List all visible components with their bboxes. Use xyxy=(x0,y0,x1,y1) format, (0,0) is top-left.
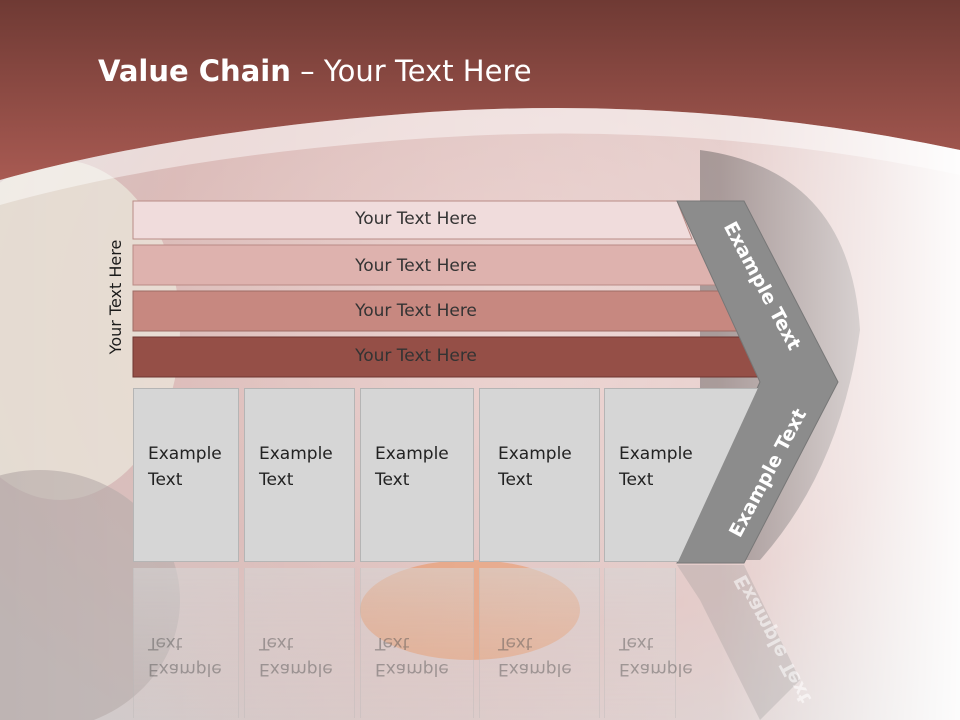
header-band xyxy=(0,0,960,180)
activity-box-3-reflection-line1: Example xyxy=(375,659,449,679)
activity-box-2-text: Example Text xyxy=(259,441,333,493)
activity-box-5-text: Example Text xyxy=(619,441,693,493)
activity-box-4-line2: Text xyxy=(498,470,533,490)
activity-box-3-line2: Text xyxy=(375,470,410,490)
activity-box-5-reflection-text: Example Text xyxy=(619,630,693,682)
activity-box-4-reflection-line2: Text xyxy=(498,633,533,653)
activity-box-4-reflection: Example Text xyxy=(479,568,600,718)
activity-box-3-line1: Example xyxy=(375,444,449,464)
bar-1-label: Your Text Here xyxy=(355,209,477,229)
activity-box-5-line2: Text xyxy=(619,470,654,490)
bar-2-label: Your Text Here xyxy=(355,256,477,276)
bar-1 xyxy=(132,200,693,240)
activity-box-2-reflection-text: Example Text xyxy=(259,630,333,682)
activity-box-2-line2: Text xyxy=(259,470,294,490)
title-rest: Your Text Here xyxy=(323,54,532,88)
activity-box-1-line1: Example xyxy=(148,444,222,464)
page-title: Value Chain – Your Text Here xyxy=(98,54,532,88)
activity-box-2: Example Text xyxy=(244,388,355,562)
activity-box-1-reflection-line2: Text xyxy=(148,633,183,653)
activity-box-4: Example Text xyxy=(479,388,600,562)
title-bold: Value Chain xyxy=(98,54,291,88)
activity-box-1-text: Example Text xyxy=(148,441,222,493)
activity-box-2-reflection-line1: Example xyxy=(259,659,333,679)
title-dash: – xyxy=(290,54,324,88)
activity-box-2-line1: Example xyxy=(259,444,333,464)
bar-4-label: Your Text Here xyxy=(355,346,477,366)
activity-box-3-text: Example Text xyxy=(375,441,449,493)
activity-box-4-line1: Example xyxy=(498,444,572,464)
activity-box-1-reflection-line1: Example xyxy=(148,659,222,679)
activity-box-1-reflection: Example Text xyxy=(133,568,239,718)
chevron-reflection xyxy=(677,565,800,720)
activity-box-2-reflection-line2: Text xyxy=(259,633,294,653)
activity-box-3-reflection-line2: Text xyxy=(375,633,410,653)
activity-box-5-reflection-line1: Example xyxy=(619,659,693,679)
activity-box-4-reflection-text: Example Text xyxy=(498,630,572,682)
activity-box-1-line2: Text xyxy=(148,470,183,490)
activity-box-4-text: Example Text xyxy=(498,441,572,493)
activity-box-2-reflection: Example Text xyxy=(244,568,355,718)
header-wave xyxy=(0,107,960,205)
side-label: Your Text Here xyxy=(106,239,125,355)
activity-box-1: Example Text xyxy=(133,388,239,562)
activity-box-5-reflection-line2: Text xyxy=(619,633,654,653)
bar-3-label: Your Text Here xyxy=(355,301,477,321)
activity-box-5-reflection: Example Text xyxy=(604,568,693,718)
activity-box-3-reflection-text: Example Text xyxy=(375,630,449,682)
value-chain-chevron xyxy=(676,200,839,564)
activity-box-3: Example Text xyxy=(360,388,474,562)
activity-box-3-reflection: Example Text xyxy=(360,568,474,718)
activity-box-5-line1: Example xyxy=(619,444,693,464)
activity-box-4-reflection-line1: Example xyxy=(498,659,572,679)
activity-box-1-reflection-text: Example Text xyxy=(148,630,222,682)
